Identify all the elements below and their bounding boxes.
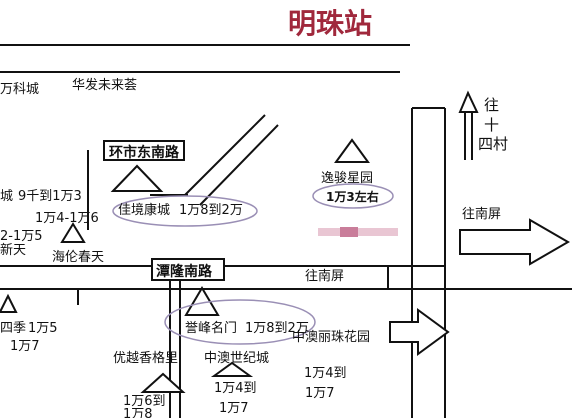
place-siji: 四季 xyxy=(0,321,26,336)
left-city: 城 xyxy=(0,189,13,204)
price-siji-2: 1万7 xyxy=(10,339,40,354)
north-direction-line3: 四村 xyxy=(478,135,508,153)
road-tanlong-nan: 潭隆南路 xyxy=(156,263,213,280)
place-xintian: 新天 xyxy=(0,242,26,258)
price-zhongao-shiji: 1万4到 xyxy=(214,381,257,396)
place-huafa: 华发未来荟 xyxy=(72,77,137,93)
left-price-2: 1万4-1万6 xyxy=(35,211,99,226)
label-wang-nanping-center: 往南屏 xyxy=(305,268,344,284)
price-youyue-2: 1万8 xyxy=(123,407,153,418)
price-youyue: 1万6到 xyxy=(123,394,166,409)
highlight-yijun xyxy=(312,183,394,209)
place-zhongao-lizhu: 中澳丽珠花园 xyxy=(292,329,370,345)
estate-triangle-zhongao-icon xyxy=(210,361,254,377)
place-haitun: 海伦春天 xyxy=(52,250,104,265)
north-direction-line2: 十 xyxy=(484,116,499,134)
highlight-yunfeng xyxy=(164,299,316,345)
ramp-line-2 xyxy=(199,124,279,206)
estate-triangle-haitun-icon xyxy=(60,222,86,243)
station-title: 明珠站 xyxy=(288,7,372,40)
place-jiajing: 佳境康城 xyxy=(118,202,170,218)
arrow-east-icon xyxy=(459,218,570,266)
label-wang-nanping-right: 往南屏 xyxy=(462,206,501,222)
left-price-3: 2-1万5 xyxy=(0,229,43,244)
price-zhongao-lizhu-2: 1万7 xyxy=(305,386,335,401)
price-yunfeng: 1万8到2万 xyxy=(245,321,309,336)
arrow-lizhu-icon xyxy=(389,308,450,356)
place-zhongao-shiji: 中澳世纪城 xyxy=(204,350,269,366)
price-zhongao-lizhu: 1万4到 xyxy=(304,366,347,381)
intersection-box xyxy=(387,265,446,290)
price-yijun: 1万3左右 xyxy=(326,189,379,204)
estate-triangle-siji-icon xyxy=(0,293,18,313)
price-siji: 1万5 xyxy=(28,321,58,336)
place-youyue: 优越香格里 xyxy=(113,350,178,366)
place-yunfeng: 誉峰名门 xyxy=(185,320,237,336)
north-direction-line1: 往 xyxy=(484,96,499,114)
left-price-1: 9千到1万3 xyxy=(18,189,82,204)
price-zhongao-shiji-2: 1万7 xyxy=(219,401,249,416)
road-huanshi-dongnan: 环市东南路 xyxy=(109,144,180,161)
price-jiajing: 1万8到2万 xyxy=(179,203,243,218)
highlight-jiajing xyxy=(112,195,258,227)
place-yijun: 逸骏星园 xyxy=(321,171,373,186)
road-box-huanshi xyxy=(103,140,185,161)
ramp-line-1 xyxy=(184,114,266,196)
estate-triangle-yijun-icon xyxy=(334,138,370,163)
estate-triangle-jiajing-icon xyxy=(110,164,164,192)
north-arrow-icon xyxy=(458,90,479,160)
road-box-tanlong xyxy=(151,258,225,281)
blurred-watermark xyxy=(318,227,398,237)
estate-triangle-youyue-icon xyxy=(140,372,186,393)
place-wanke: 万科城 xyxy=(0,82,39,97)
